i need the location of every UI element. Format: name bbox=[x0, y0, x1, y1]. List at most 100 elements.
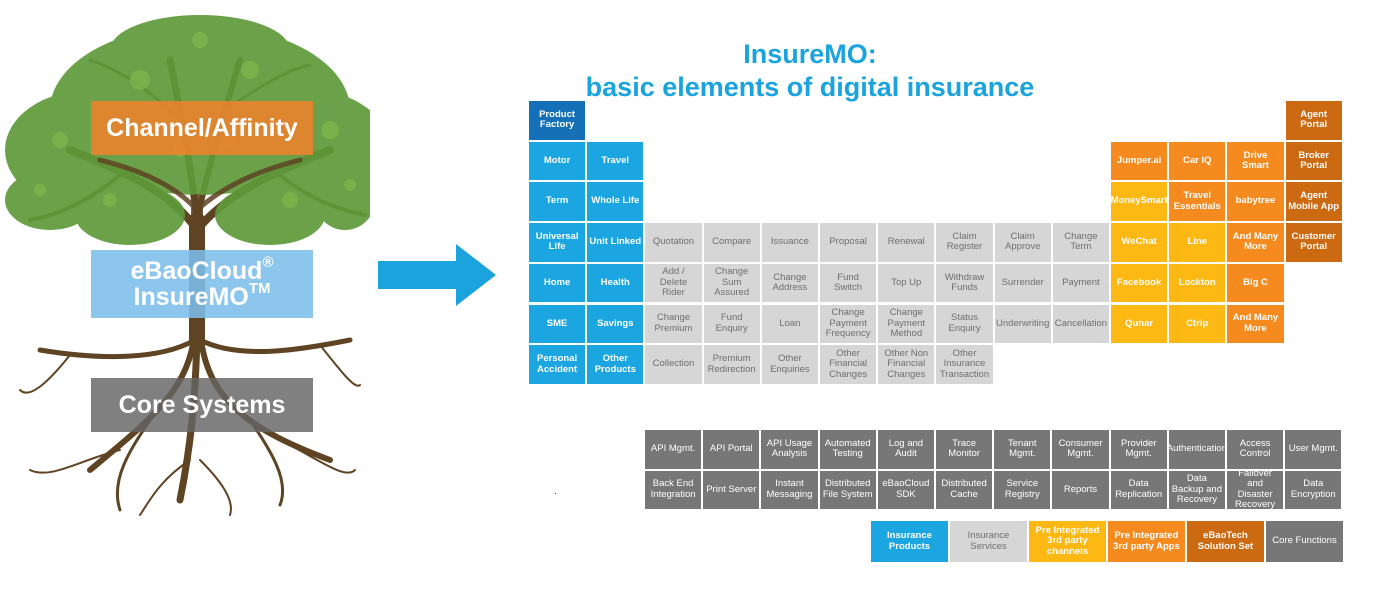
element-savings: Savings bbox=[586, 303, 645, 345]
right-arrow-icon bbox=[378, 244, 496, 306]
element-label: Status Enquiry bbox=[948, 312, 981, 334]
channel-affinity-label: Channel/Affinity bbox=[91, 101, 313, 155]
element-whole-life: Whole Life bbox=[586, 181, 645, 223]
element-and-many-more: And Many More bbox=[1226, 303, 1285, 345]
element-motor: Motor bbox=[528, 140, 587, 182]
element-label: Other Enquiries bbox=[770, 353, 810, 375]
ebaocloud-insuremo-label: eBaoCloud® InsureMOTM bbox=[91, 250, 313, 318]
core-function-label: Consumer Mgmt. bbox=[1058, 437, 1103, 460]
legend-label: Pre Integrated 3rd party Apps bbox=[1113, 530, 1180, 552]
core-function-distributed-cache: Distributed Cache bbox=[935, 469, 994, 510]
channel-affinity-text: Channel/Affinity bbox=[106, 113, 298, 142]
element-label: Loan bbox=[779, 317, 801, 329]
element-label: Payment bbox=[1062, 276, 1100, 288]
element-label: And Many More bbox=[1232, 312, 1279, 334]
element-label: Big C bbox=[1243, 276, 1268, 288]
core-function-label: Instant Messaging bbox=[766, 478, 813, 500]
element-label: Renewal bbox=[887, 236, 925, 248]
element-label: Fund Switch bbox=[834, 271, 863, 294]
element-label: Other Non Financial Changes bbox=[884, 347, 929, 380]
element-label: Broker Portal bbox=[1298, 149, 1329, 172]
element-other-enquiries: Other Enquiries bbox=[760, 344, 819, 385]
element-top-up: Top Up bbox=[877, 262, 936, 304]
element-babytree: babytree bbox=[1226, 181, 1285, 223]
element-line: Line bbox=[1168, 222, 1227, 263]
core-function-automated-testing: Automated Testing bbox=[818, 429, 877, 470]
element-jumper-ai: Jumper.ai bbox=[1110, 140, 1169, 182]
legend-pre-integrated-3rd-party-channels: Pre Integrated 3rd party channels bbox=[1028, 520, 1107, 563]
core-systems-text: Core Systems bbox=[118, 390, 286, 419]
core-function-label: Trace Monitor bbox=[948, 437, 980, 460]
element-label: Agent Mobile App bbox=[1288, 190, 1340, 212]
insuremo-text: InsureMO bbox=[133, 283, 249, 311]
core-function-data-encryption: Data Encryption bbox=[1284, 469, 1343, 510]
legend-insurance-services: Insurance Services bbox=[949, 520, 1028, 563]
element-facebook: Facebook bbox=[1110, 262, 1169, 304]
core-function-service-registry: Service Registry bbox=[993, 469, 1052, 510]
core-function-label: API Mgmt. bbox=[650, 443, 696, 454]
element-label: Change Term bbox=[1064, 230, 1098, 253]
element-add-delete-rider: Add / Delete Rider bbox=[644, 262, 703, 304]
core-function-label: Automated Testing bbox=[824, 437, 871, 460]
core-systems-label: Core Systems bbox=[91, 378, 313, 432]
element-quotation: Quotation bbox=[644, 222, 703, 263]
core-function-label: Distributed Cache bbox=[941, 478, 987, 500]
element-label: babytree bbox=[1235, 195, 1276, 207]
core-function-trace-monitor: Trace Monitor bbox=[935, 429, 994, 470]
element-label: Term bbox=[545, 195, 569, 207]
element-home: Home bbox=[528, 262, 587, 304]
element-label: SME bbox=[546, 317, 568, 329]
element-label: Premium Redirection bbox=[707, 353, 756, 375]
legend-ebaotech-solution-set: eBaoTech Solution Set bbox=[1186, 520, 1265, 563]
element-label: Travel bbox=[601, 154, 630, 166]
element-label: Change Premium bbox=[654, 312, 693, 334]
diagram-title: InsureMO: basic elements of digital insu… bbox=[560, 38, 1060, 104]
element-label: Ctrip bbox=[1186, 317, 1209, 329]
element-lockton: Lockton bbox=[1168, 262, 1227, 304]
element-label: Qunar bbox=[1125, 317, 1154, 329]
element-cancellation: Cancellation bbox=[1051, 303, 1110, 345]
element-change-term: Change Term bbox=[1051, 222, 1110, 263]
element-label: Surrender bbox=[1001, 276, 1044, 288]
core-function-data-replication: Data Replication bbox=[1109, 469, 1168, 510]
element-customer-portal: Customer Portal bbox=[1284, 222, 1343, 263]
legend-label: eBaoTech Solution Set bbox=[1197, 530, 1254, 552]
ebaocloud-text: eBaoCloud bbox=[130, 256, 263, 285]
legend-label: Core Functions bbox=[1272, 535, 1337, 547]
element-label: Top Up bbox=[891, 276, 922, 288]
element-renewal: Renewal bbox=[877, 222, 936, 263]
element-drive-smart: Drive Smart bbox=[1226, 140, 1285, 182]
element-change-payment-frequency: Change Payment Frequency bbox=[819, 303, 878, 345]
element-label: Compare bbox=[712, 236, 752, 248]
element-loan: Loan bbox=[760, 303, 819, 345]
element-and-many-more: And Many More bbox=[1226, 222, 1285, 263]
element-label: Issuance bbox=[770, 236, 809, 248]
registered-mark: ® bbox=[262, 253, 274, 271]
insuremo-line: InsureMOTM bbox=[133, 281, 271, 311]
trademark-mark: TM bbox=[248, 280, 271, 297]
element-label: MoneySmart bbox=[1110, 195, 1168, 207]
element-broker-portal: Broker Portal bbox=[1284, 140, 1343, 182]
legend-label: Insurance Products bbox=[887, 530, 932, 552]
core-function-authentication: Authentication bbox=[1167, 429, 1226, 470]
element-health: Health bbox=[586, 262, 645, 304]
element-fund-switch: Fund Switch bbox=[819, 262, 878, 304]
element-car-iq: Car IQ bbox=[1168, 140, 1227, 182]
element-status-enquiry: Status Enquiry bbox=[935, 303, 994, 345]
element-other-products: Other Products bbox=[586, 344, 645, 385]
core-function-label: eBaoCloud SDK bbox=[882, 478, 930, 500]
core-function-reports: Reports bbox=[1051, 469, 1110, 510]
element-label: Drive Smart bbox=[1242, 149, 1269, 172]
element-label: WeChat bbox=[1121, 236, 1157, 248]
title-line-2: basic elements of digital insurance bbox=[585, 72, 1035, 102]
element-label: Agent Portal bbox=[1300, 108, 1328, 131]
element-issuance: Issuance bbox=[760, 222, 819, 263]
element-label: Change Address bbox=[772, 271, 808, 294]
element-label: Travel Essentials bbox=[1173, 190, 1221, 212]
core-function-label: Failover and Disaster Recovery bbox=[1235, 469, 1276, 510]
element-travel-essentials: Travel Essentials bbox=[1168, 181, 1227, 223]
element-label: Other Financial Changes bbox=[829, 347, 868, 380]
core-function-label: Data Backup and Recovery bbox=[1171, 473, 1222, 505]
legend-label: Pre Integrated 3rd party channels bbox=[1035, 524, 1100, 557]
element-label: Other Products bbox=[594, 353, 636, 375]
